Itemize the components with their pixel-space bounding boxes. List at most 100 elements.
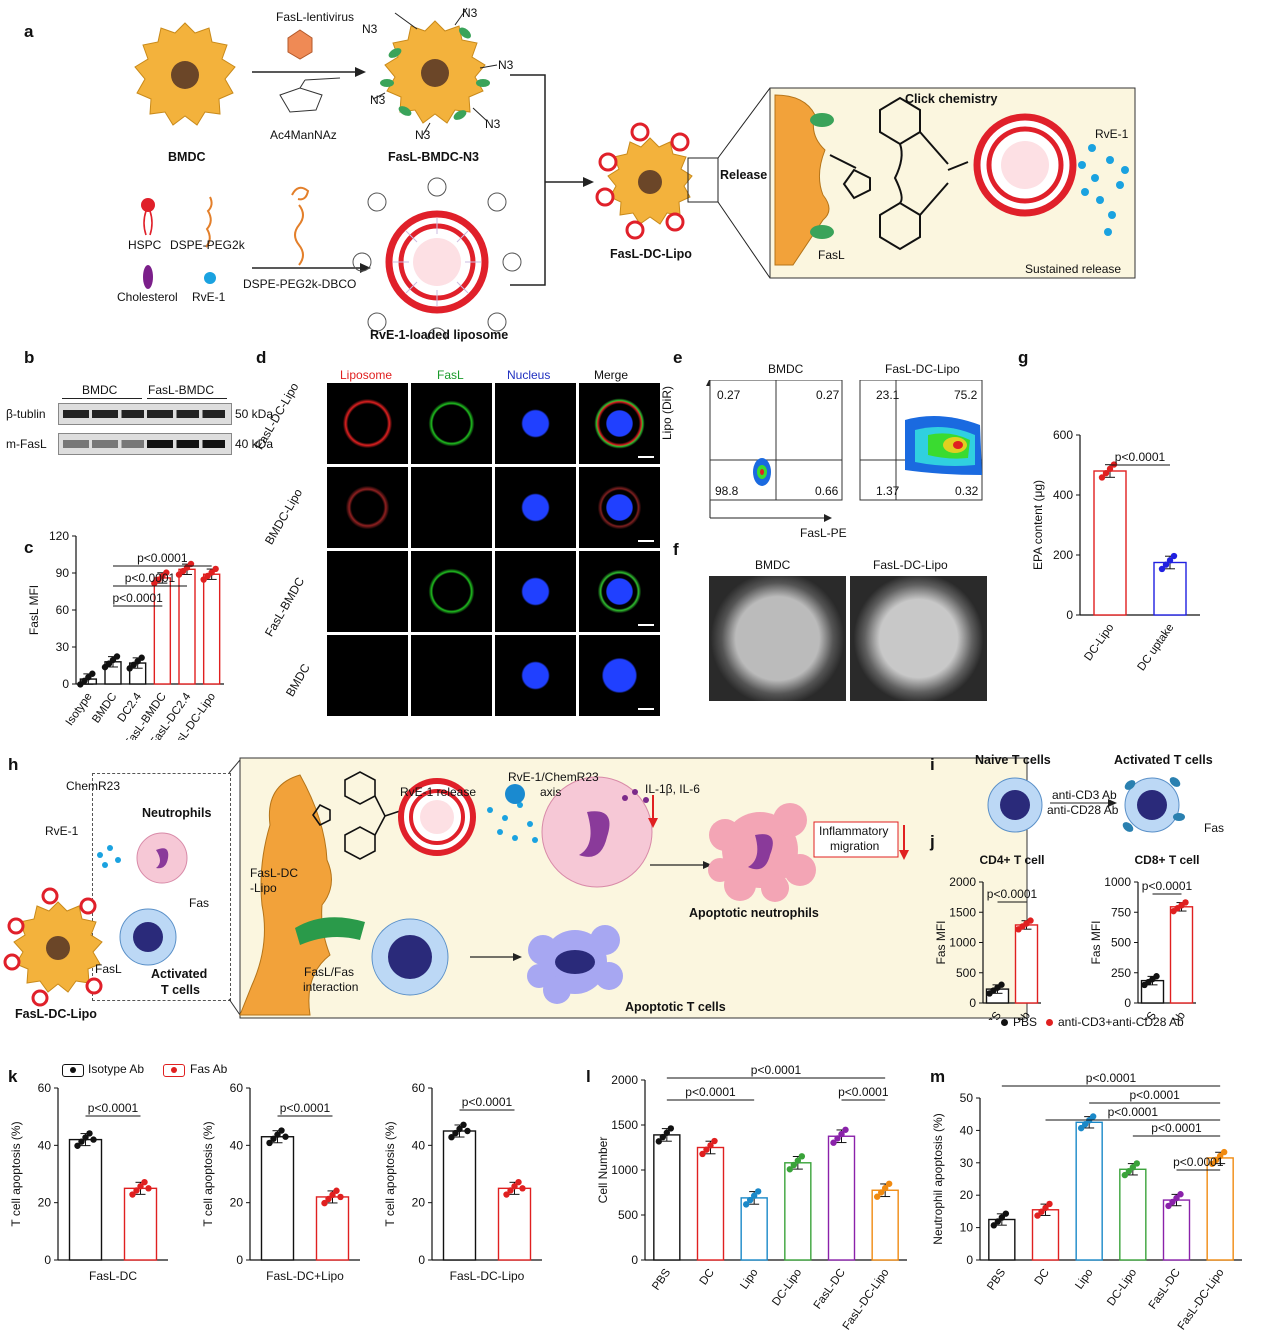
data-point: [998, 981, 1005, 988]
p-value-label: p<0.0001: [1115, 450, 1166, 464]
data-point: [460, 1121, 467, 1129]
blot-band-fasl: [58, 433, 232, 455]
data-point: [1081, 1121, 1089, 1128]
p-value-label: p<0.0001: [112, 591, 163, 605]
data-point: [1034, 1212, 1041, 1219]
p-value-label: p<0.0001: [280, 1101, 331, 1115]
data-point: [990, 1222, 998, 1229]
data-point: [74, 1142, 81, 1149]
reagent-label: Ac4ManNAz: [270, 128, 337, 142]
h-lipo-label: -Lipo: [250, 881, 277, 895]
dspe-peg-label: DSPE-PEG2k: [170, 238, 245, 252]
blot-row-tubulin: β-tublin: [6, 407, 46, 421]
y-axis-label: Cell Number: [596, 1137, 610, 1204]
flow-title-bmdc: BMDC: [768, 362, 804, 376]
sem-title-bmdc: BMDC: [755, 558, 791, 572]
bar: [653, 1134, 681, 1261]
y-tick-label: 0: [631, 1253, 638, 1267]
fasl-dc-lipo-cell: [595, 122, 693, 240]
data-point: [503, 1191, 510, 1198]
y-tick-label: 250: [1111, 966, 1131, 980]
flow-plots: [706, 380, 983, 522]
y-axis-label: T cell apoptosis (%): [201, 1121, 215, 1226]
bar: [1153, 561, 1187, 616]
liposome-label: RvE-1-loaded liposome: [370, 328, 509, 342]
x-tick-label: Lipo: [738, 1267, 760, 1292]
h-chemr23-label: ChemR23: [66, 779, 121, 793]
data-point: [1027, 917, 1034, 924]
panel-label-i: i: [930, 755, 935, 774]
y-axis-label: EPA content (μg): [1031, 480, 1045, 570]
h-fas-label: Fas: [189, 896, 210, 910]
blot-kda-50: 50 kDa: [235, 407, 274, 421]
p-value-label: p<0.0001: [1086, 1071, 1137, 1085]
flow-ylabel: Lipo (DiR): [660, 385, 674, 440]
data-point: [742, 1201, 750, 1208]
data-point: [877, 1189, 885, 1196]
y-tick-label: 40: [412, 1138, 426, 1152]
azide-label: N3: [370, 93, 386, 107]
sem-image-fasl-dc-lipo: [850, 576, 987, 701]
confocal-row-4: BMDC: [283, 661, 313, 699]
x-tick-label: DC: [1033, 1267, 1052, 1288]
data-point: [659, 1133, 667, 1141]
x-tick-label: FasL-DC: [1147, 1267, 1183, 1312]
data-point: [1046, 1200, 1053, 1208]
y-tick-label: 30: [56, 640, 70, 654]
i-fas-label: Fas: [1204, 821, 1225, 835]
chart-title: CD8+ T cell: [1134, 853, 1199, 867]
y-tick-label: 1000: [1104, 875, 1131, 889]
dspe-peg-dbco-label: DSPE-PEG2k-DBCO: [243, 277, 357, 291]
data-point: [842, 1126, 849, 1133]
panel-label-g: g: [1018, 348, 1029, 367]
data-point: [1165, 1202, 1172, 1210]
azide-label: N3: [415, 128, 431, 142]
data-point: [1169, 1198, 1176, 1206]
h-rve1-release-label: RvE-1 release: [400, 785, 477, 799]
confocal-row-2: BMDC-Lipo: [262, 486, 306, 547]
data-point: [129, 1191, 136, 1198]
data-point: [113, 653, 121, 660]
x-tick-label: DC uptake: [1135, 622, 1176, 673]
data-point: [321, 1199, 328, 1207]
panel-a-scheme: [134, 7, 1136, 340]
flow-title-fasl-dc-lipo: FasL-DC-Lipo: [885, 362, 960, 376]
data-point: [1129, 1164, 1137, 1171]
x-axis-label: FasL-DC+Lipo: [266, 1269, 344, 1283]
bar: [1162, 1199, 1191, 1261]
h-apoptotic-neutrophils-label: Apoptotic neutrophils: [689, 906, 819, 920]
j-legend-anti-dot: [1046, 1019, 1053, 1026]
p-value-label: p<0.0001: [1151, 1121, 1202, 1135]
fasl-lentivirus-label: FasL-lentivirus: [276, 10, 355, 24]
bar: [260, 1136, 295, 1261]
panel-label-k: k: [8, 1067, 18, 1086]
j-legend-pbs-dot: [1001, 1019, 1008, 1026]
data-point: [1212, 1156, 1220, 1164]
h-neutrophils-label: Neutrophils: [142, 806, 212, 820]
bar: [784, 1162, 812, 1261]
data-point: [794, 1157, 802, 1164]
confocal-col-merge: Merge: [594, 368, 629, 382]
panel-i-scheme: [987, 777, 1185, 833]
data-point: [838, 1130, 845, 1138]
data-point: [1125, 1168, 1133, 1175]
y-tick-label: 400: [1053, 488, 1073, 502]
bar: [178, 568, 196, 685]
y-tick-label: 60: [412, 1081, 426, 1095]
blot-band-tubulin: [58, 403, 232, 425]
bar: [1119, 1168, 1147, 1261]
data-point: [78, 1138, 85, 1145]
bar: [1075, 1121, 1103, 1261]
panel-label-b: b: [24, 348, 35, 367]
azide-label: N3: [362, 22, 378, 36]
p-value-label: p<0.0001: [685, 1085, 736, 1099]
data-point: [86, 1130, 93, 1137]
y-tick-label: 20: [38, 1196, 52, 1210]
p-value-label: p<0.0001: [838, 1085, 889, 1099]
flow-fasl-q4: 0.32: [955, 484, 979, 498]
panel-label-a: a: [24, 22, 34, 41]
data-point: [515, 1178, 522, 1186]
data-point: [452, 1129, 459, 1137]
y-tick-label: 500: [1111, 936, 1131, 950]
